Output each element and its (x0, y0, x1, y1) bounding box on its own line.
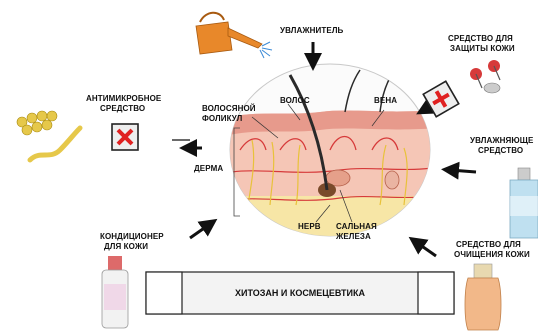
label-conditioner-line2: ДЛЯ КОЖИ (104, 242, 148, 252)
label-vein: ВЕНА (374, 96, 397, 106)
spray-bottle-icon (510, 168, 538, 238)
watering-can-icon (196, 13, 272, 58)
label-skin-protection-line1: СРЕДСТВО ДЛЯ (448, 34, 513, 44)
lotion-bottle-icon (102, 256, 128, 328)
label-cleansing-line2: ОЧИЩЕНИЯ КОЖИ (454, 250, 530, 260)
label-moisturizing-agent-line2: СРЕДСТВО (478, 146, 523, 156)
banner-title: ХИТОЗАН И КОСМЕЦЕВТИКА (186, 287, 414, 299)
label-conditioner-line1: КОНДИЦИОНЕР (100, 232, 164, 242)
skin-cross-section (225, 64, 440, 236)
label-hair-follicle-line2: ФОЛИКУЛ (202, 114, 242, 124)
label-hair: ВОЛОС (280, 96, 310, 106)
label-dermis: ДЕРМА (194, 164, 223, 174)
no-antimicrobial-cross-icon (112, 124, 138, 150)
label-skin-protection-line2: ЗАЩИТЫ КОЖИ (450, 44, 515, 54)
label-moisturizer: УВЛАЖНИТЕЛЬ (280, 26, 343, 36)
label-antimicrobial-line1: АНТИМИКРОБНОЕ (86, 94, 161, 104)
bacteria-icon (17, 111, 80, 160)
first-aid-icon (423, 60, 500, 117)
label-sebaceous-line1: САЛЬНАЯ (336, 222, 377, 232)
label-hair-follicle-line1: ВОЛОСЯНОЙ (202, 104, 256, 114)
cleanser-bottle-icon (465, 264, 501, 330)
label-antimicrobial-line2: СРЕДСТВО (100, 104, 145, 114)
label-moisturizing-agent-line1: УВЛАЖНЯЮЩЕ (470, 136, 533, 146)
label-nerve: НЕРВ (298, 222, 321, 232)
label-sebaceous-line2: ЖЕЛЕЗА (336, 232, 371, 242)
label-cleansing-line1: СРЕДСТВО ДЛЯ (456, 240, 521, 250)
